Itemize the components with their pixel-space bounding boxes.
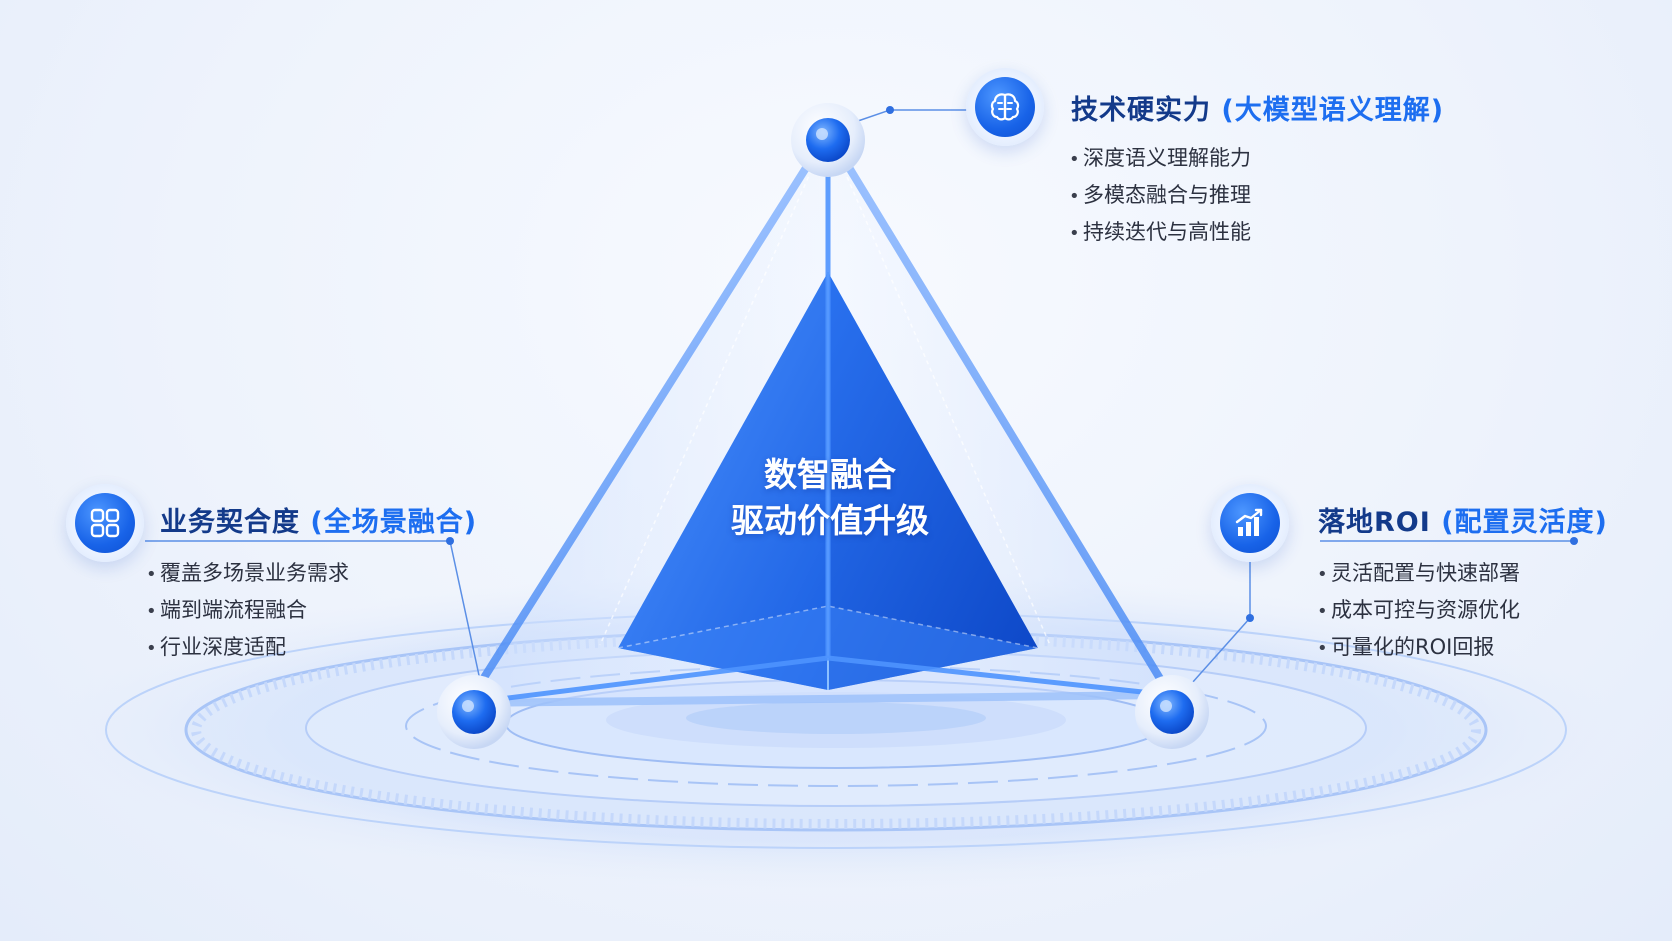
tech-title-sub: (大模型语义理解) bbox=[1221, 95, 1445, 126]
brain-icon-badge bbox=[966, 68, 1044, 146]
base-platform bbox=[46, 570, 1626, 890]
roi-title: 落地ROI (配置灵活度) bbox=[1318, 500, 1608, 539]
list-item: 覆盖多场景业务需求 bbox=[146, 555, 349, 592]
center-label: 数智融合 驱动价值升级 bbox=[640, 452, 1020, 544]
grid-apps-icon-badge bbox=[66, 484, 144, 562]
bar-chart-growth-icon bbox=[1235, 508, 1263, 536]
business-title: 业务契合度 (全场景融合) bbox=[160, 500, 477, 539]
business-title-sub: (全场景融合) bbox=[310, 507, 478, 538]
brain-icon bbox=[990, 93, 1020, 121]
list-item: 持续迭代与高性能 bbox=[1069, 214, 1251, 251]
center-label-line-2: 驱动价值升级 bbox=[731, 501, 929, 540]
tech-bullets: 深度语义理解能力 多模态融合与推理 持续迭代与高性能 bbox=[1069, 140, 1251, 251]
list-item: 可量化的ROI回报 bbox=[1317, 629, 1520, 666]
roi-title-main: 落地ROI bbox=[1318, 507, 1431, 538]
list-item: 端到端流程融合 bbox=[146, 592, 349, 629]
tech-title: 技术硬实力 (大模型语义理解) bbox=[1071, 88, 1444, 127]
roi-title-sub: (配置灵活度) bbox=[1441, 507, 1608, 538]
list-item: 多模态融合与推理 bbox=[1069, 177, 1251, 214]
roi-bullets: 灵活配置与快速部署 成本可控与资源优化 可量化的ROI回报 bbox=[1317, 555, 1520, 666]
business-bullets: 覆盖多场景业务需求 端到端流程融合 行业深度适配 bbox=[146, 555, 349, 666]
triangle-edges bbox=[464, 129, 1174, 707]
vertex-node-top bbox=[791, 103, 865, 177]
business-title-main: 业务契合度 bbox=[160, 507, 300, 538]
list-item: 灵活配置与快速部署 bbox=[1317, 555, 1520, 592]
vertex-node-left bbox=[437, 675, 511, 749]
grid-apps-icon bbox=[90, 508, 120, 538]
list-item: 深度语义理解能力 bbox=[1069, 140, 1251, 177]
list-item: 成本可控与资源优化 bbox=[1317, 592, 1520, 629]
center-label-line-1: 数智融合 bbox=[764, 455, 896, 494]
bar-chart-growth-icon-badge bbox=[1211, 484, 1289, 562]
vertex-node-right bbox=[1135, 675, 1209, 749]
list-item: 行业深度适配 bbox=[146, 629, 349, 666]
tech-title-main: 技术硬实力 bbox=[1071, 95, 1211, 126]
